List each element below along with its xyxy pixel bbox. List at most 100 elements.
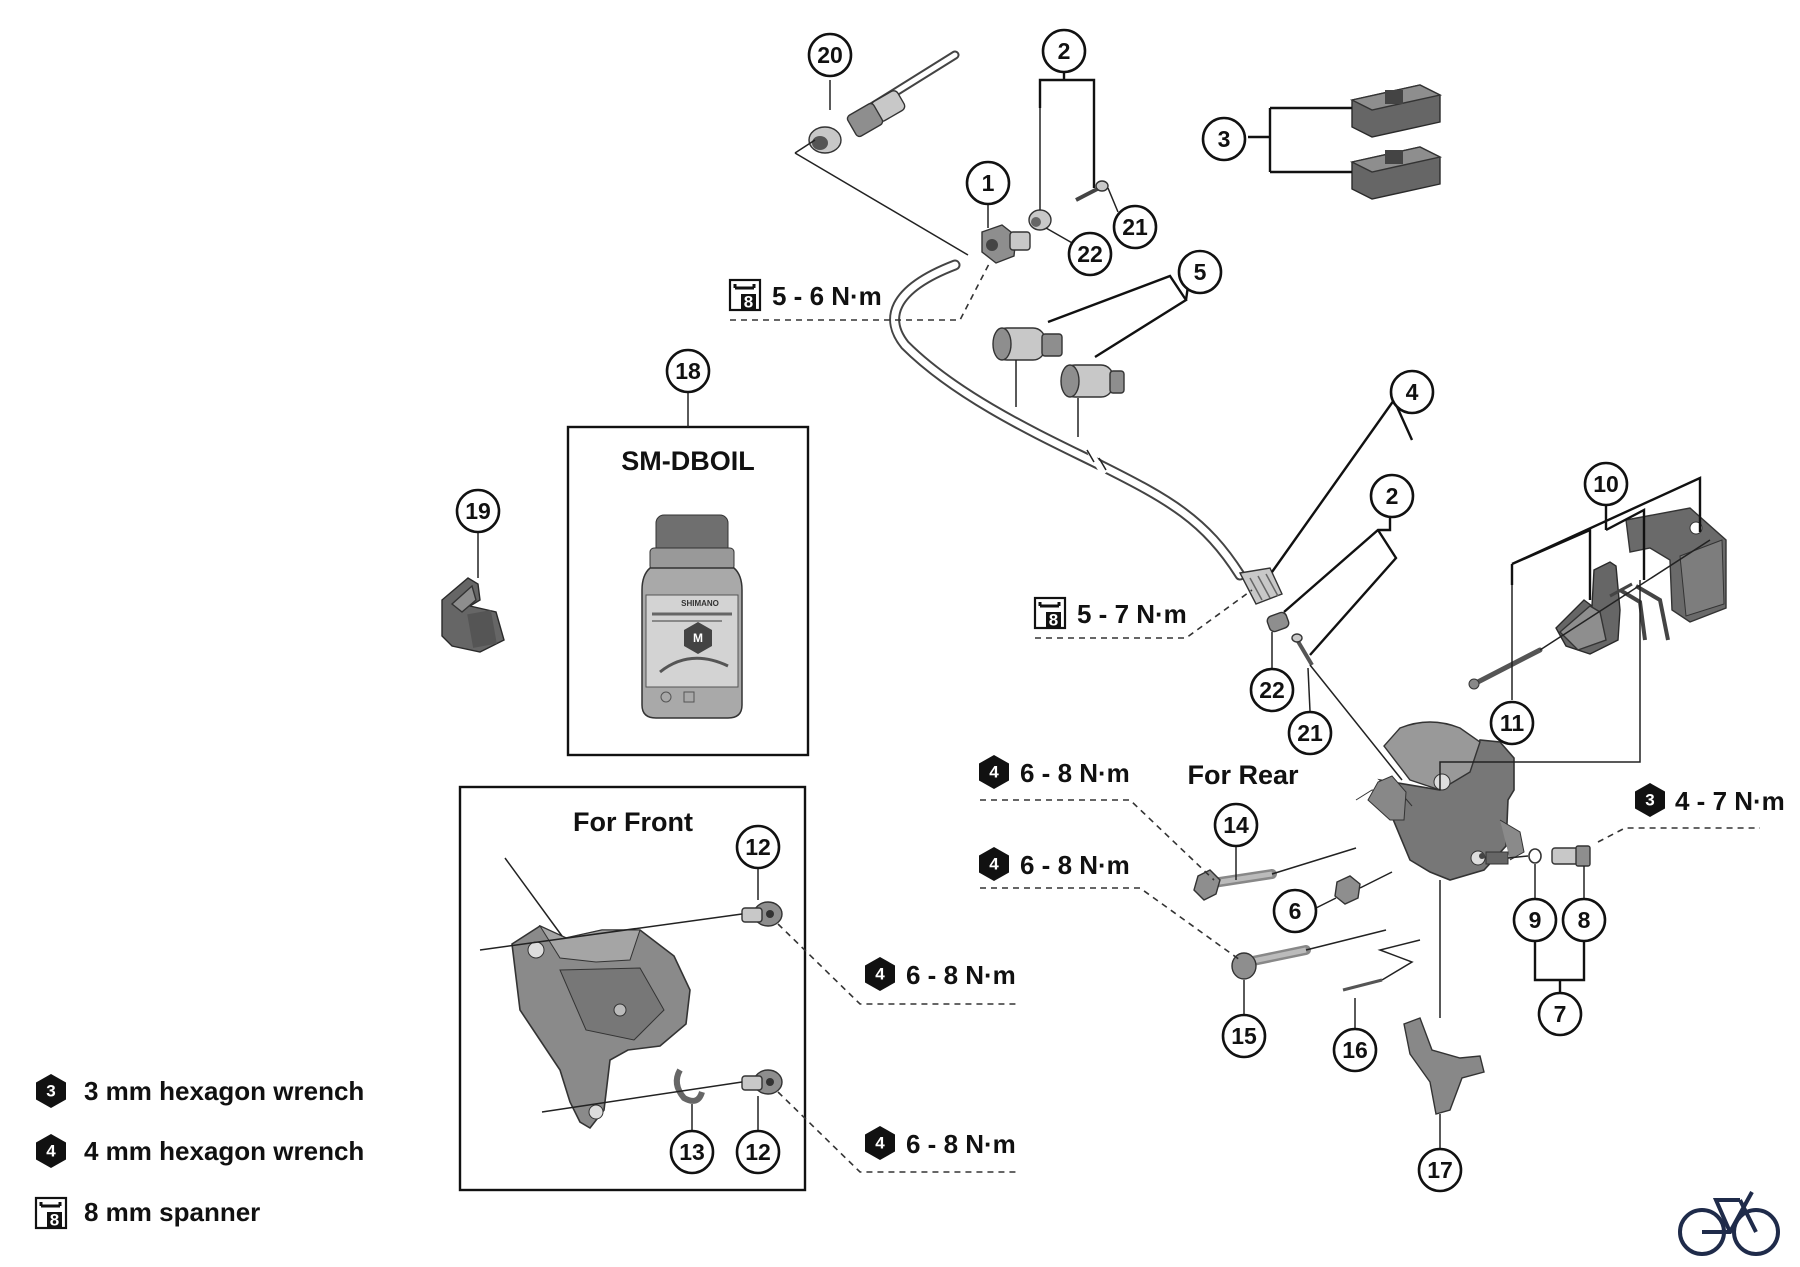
spanner-number: 8 <box>1049 611 1058 630</box>
part-22-olive-upper <box>1028 209 1052 231</box>
hex-number: 4 <box>875 1134 885 1153</box>
callout-12-upper: 12 <box>735 824 781 870</box>
callout-13: 13 <box>669 1129 715 1175</box>
svg-text:15: 15 <box>1231 1023 1257 1049</box>
torque-front-top: 6 - 8 N·m <box>906 960 1016 990</box>
part-16-pin <box>1342 978 1383 992</box>
part-11-pad-pin <box>1468 647 1543 690</box>
callout-3: 3 <box>1201 116 1247 162</box>
legend-label: 8 mm spanner <box>84 1197 260 1227</box>
callout-1: 1 <box>965 160 1011 206</box>
svg-text:12: 12 <box>745 1139 771 1165</box>
bottle-m-icon: M <box>693 631 703 645</box>
front-box-frame <box>458 785 807 1192</box>
callout-22-lower: 22 <box>1249 667 1295 713</box>
hex-number: 4 <box>875 965 885 984</box>
svg-text:13: 13 <box>679 1139 705 1165</box>
callout-20: 20 <box>807 32 853 78</box>
part-12-front-bolt-upper <box>741 901 783 927</box>
torque-rear-bleed: 4 - 7 N·m <box>1675 786 1785 816</box>
callout-7: 7 <box>1537 991 1583 1037</box>
callout-10: 10 <box>1583 461 1629 507</box>
torque-front-bottom: 6 - 8 N·m <box>906 1129 1016 1159</box>
svg-text:2: 2 <box>1058 38 1071 64</box>
hex-wrench-4-icon: 4 <box>865 1126 895 1160</box>
svg-text:21: 21 <box>1297 720 1323 746</box>
part-15-mount-bolt <box>1231 945 1311 980</box>
callout-5: 5 <box>1177 249 1223 295</box>
front-box-title: For Front <box>573 807 693 837</box>
svg-text:4: 4 <box>1406 379 1419 405</box>
svg-text:5: 5 <box>1194 259 1207 285</box>
part-17-pad-spring <box>1403 1017 1485 1115</box>
hex-wrench-3-icon: 3 <box>1635 783 1665 817</box>
part-13-clip <box>673 1068 705 1104</box>
svg-text:1: 1 <box>982 170 995 196</box>
part-20-connector-insert <box>808 90 906 154</box>
oil-box-title: SM-DBOIL <box>621 446 754 476</box>
callout-2-lower: 2 <box>1369 473 1415 519</box>
callout-14: 14 <box>1213 802 1259 848</box>
callout-15: 15 <box>1221 1013 1267 1059</box>
legend-label: 3 mm hexagon wrench <box>84 1076 364 1106</box>
hex-wrench-3-icon: 3 <box>36 1074 66 1108</box>
callout-21-lower: 21 <box>1287 710 1333 756</box>
hex-number: 4 <box>989 855 999 874</box>
torque-hose-lower: 5 - 7 N·m <box>1077 599 1187 629</box>
svg-text:8: 8 <box>50 1211 59 1230</box>
svg-text:4: 4 <box>46 1142 56 1161</box>
svg-text:17: 17 <box>1427 1157 1453 1183</box>
svg-text:3: 3 <box>1218 126 1231 152</box>
part-5-hose-joints <box>992 327 1125 398</box>
rear-caliper <box>1355 721 1525 881</box>
callout-6: 6 <box>1272 888 1318 934</box>
part-19-brake-pad <box>441 577 505 653</box>
callout-16: 16 <box>1332 1027 1378 1073</box>
front-caliper <box>511 924 691 1130</box>
svg-text:20: 20 <box>817 42 843 68</box>
callout-12-lower: 12 <box>735 1129 781 1175</box>
rear-title: For Rear <box>1187 760 1299 790</box>
part-6-nut <box>1334 875 1361 905</box>
hex-wrench-4-icon: 4 <box>979 847 1009 881</box>
callout-4: 4 <box>1389 369 1435 415</box>
legend-item-hex3: 3 3 mm hexagon wrench <box>36 1074 364 1108</box>
pad-axis-line <box>1539 539 1711 651</box>
hex-number: 3 <box>1645 791 1654 810</box>
callout-19: 19 <box>455 488 501 534</box>
callout-11: 11 <box>1489 700 1535 746</box>
svg-text:7: 7 <box>1554 1001 1567 1027</box>
hex-wrench-4-icon: 4 <box>979 755 1009 789</box>
svg-text:8: 8 <box>1578 907 1591 933</box>
part-4-connector-insert <box>1238 567 1283 605</box>
legend-item-hex4: 4 4 mm hexagon wrench <box>36 1134 364 1168</box>
part-12-front-bolt-lower <box>741 1069 783 1095</box>
legend-label: 4 mm hexagon wrench <box>84 1136 364 1166</box>
callout-21-upper: 21 <box>1112 204 1158 250</box>
part-22-olive-lower <box>1266 611 1290 633</box>
spanner-icon: 8 <box>1033 596 1067 630</box>
callout-17: 17 <box>1417 1147 1463 1193</box>
torque-rear-mount-bottom: 6 - 8 N·m <box>1020 850 1130 880</box>
legend-item-spanner8: 8 8 mm spanner <box>34 1196 260 1230</box>
callout-9: 9 <box>1512 897 1558 943</box>
svg-text:22: 22 <box>1077 241 1103 267</box>
callout-18: 18 <box>665 348 711 394</box>
hex-number: 4 <box>989 763 999 782</box>
part-1-connecting-bolt <box>981 224 1031 264</box>
spanner-number: 8 <box>744 293 753 312</box>
svg-text:6: 6 <box>1289 898 1302 924</box>
svg-text:18: 18 <box>675 358 701 384</box>
legend: 3 3 mm hexagon wrench 4 4 mm hexagon wre… <box>34 1074 364 1230</box>
hex-wrench-4-icon: 4 <box>36 1134 66 1168</box>
part-10-pad-set <box>1555 507 1727 655</box>
torque-leaders <box>730 261 1760 1173</box>
svg-text:2: 2 <box>1386 483 1399 509</box>
svg-text:21: 21 <box>1122 214 1148 240</box>
callout-22-upper: 22 <box>1067 231 1113 277</box>
svg-text:16: 16 <box>1342 1037 1368 1063</box>
part-9-washer <box>1528 848 1542 864</box>
part-18-mineral-oil-bottle: SHIMANO M <box>566 425 810 757</box>
part-21-pin-upper <box>1075 180 1109 202</box>
